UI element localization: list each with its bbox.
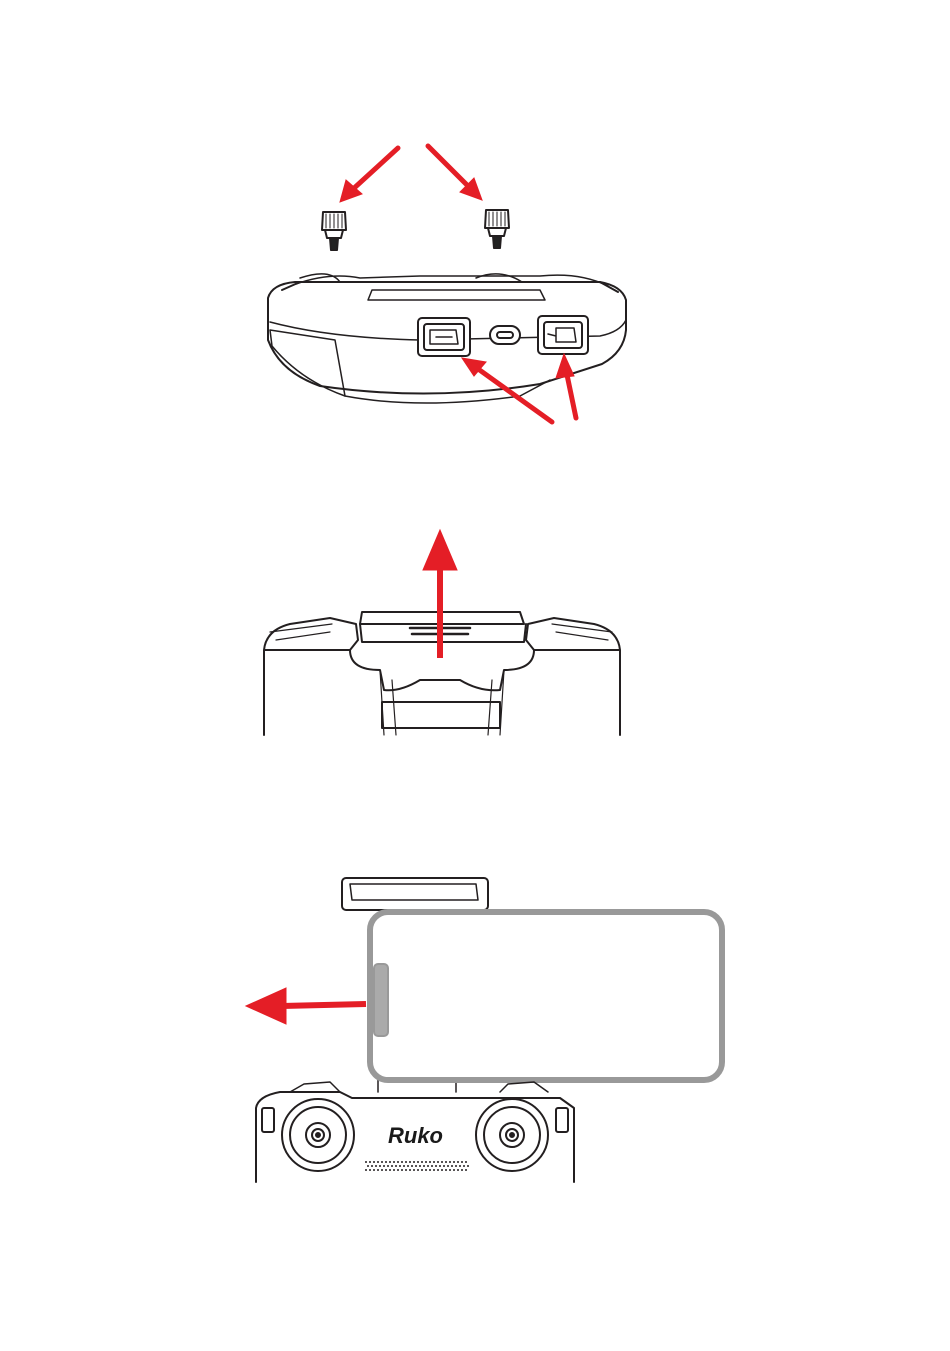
control-stick-left [322,212,346,250]
speaker-grille [365,1161,469,1171]
step-2-illustration [0,520,950,750]
arrow-up-icon [423,530,457,658]
control-stick-right [485,210,509,248]
arrow-icon [340,146,576,422]
step-1-illustration [0,0,950,440]
step-1-svg [0,0,950,440]
arrow-left-icon [246,988,366,1024]
brand-logo: Ruko [388,1123,443,1148]
step-3-svg: Ruko [0,860,950,1190]
joystick-left [282,1099,354,1171]
smartphone [370,912,722,1080]
controller-front-view [268,274,626,403]
step-2-svg [0,520,950,750]
step-3-illustration: Ruko [0,860,950,1190]
joystick-right [476,1099,548,1171]
